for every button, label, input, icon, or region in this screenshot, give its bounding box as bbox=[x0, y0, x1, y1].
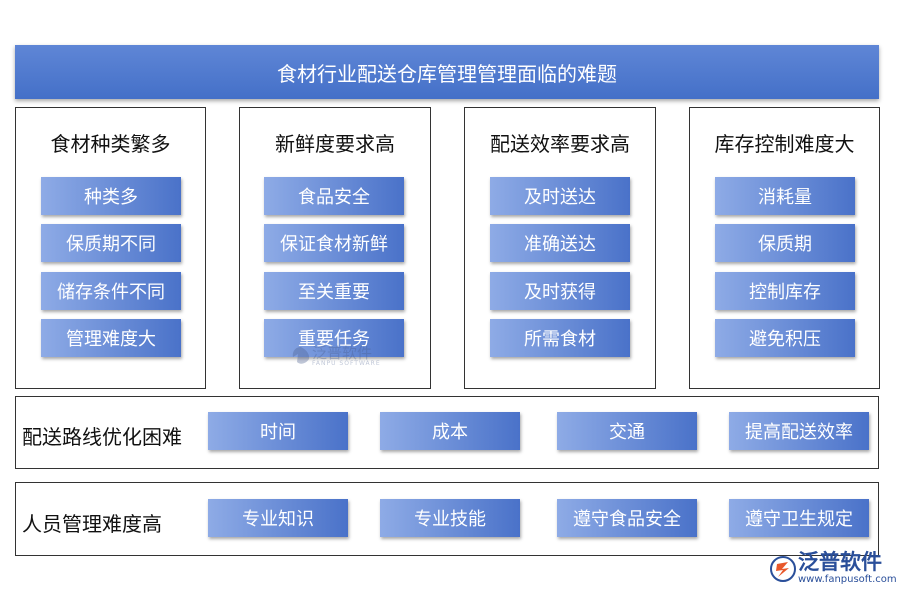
watermark-sub: FANPU SOFTWARE bbox=[312, 359, 381, 367]
row-1-item-4: 提高配送效率 bbox=[729, 412, 869, 450]
brand-name: 泛普软件 bbox=[798, 550, 882, 574]
column-4-item-4: 避免积压 bbox=[715, 319, 855, 357]
column-4-item-3: 控制库存 bbox=[715, 272, 855, 310]
row-title-2: 人员管理难度高 bbox=[22, 512, 162, 536]
column-2-item-3: 至关重要 bbox=[264, 272, 404, 310]
watermark-name: 泛普软件 bbox=[312, 343, 373, 362]
column-2-item-2: 保证食材新鲜 bbox=[264, 224, 404, 262]
diagram-title: 食材行业配送仓库管理管理面临的难题 bbox=[277, 61, 617, 86]
column-3-item-1: 及时送达 bbox=[490, 177, 630, 215]
column-1-item-1: 种类多 bbox=[41, 177, 181, 215]
title-banner: 食材行业配送仓库管理管理面临的难题 bbox=[15, 45, 879, 99]
column-title-2: 新鲜度要求高 bbox=[275, 132, 395, 156]
column-4-item-2: 保质期 bbox=[715, 224, 855, 262]
column-3-item-2: 准确送达 bbox=[490, 224, 630, 262]
row-2-item-4: 遵守卫生规定 bbox=[729, 499, 869, 537]
column-panel-2: 新鲜度要求高 食品安全 保证食材新鲜 至关重要 重要任务 bbox=[239, 107, 431, 389]
column-title-1: 食材种类繁多 bbox=[50, 132, 171, 156]
watermark: 泛普软件 FANPU SOFTWARE bbox=[290, 345, 381, 367]
column-panel-1: 食材种类繁多 种类多 保质期不同 储存条件不同 管理难度大 bbox=[15, 107, 206, 389]
row-2-item-1: 专业知识 bbox=[208, 499, 348, 537]
column-title-4: 库存控制难度大 bbox=[714, 132, 855, 156]
brand-logo: 泛普软件 www.fanpusoft.com bbox=[768, 552, 897, 585]
row-1-item-3: 交通 bbox=[557, 412, 697, 450]
column-1-item-4: 管理难度大 bbox=[41, 319, 181, 357]
brand-logo-icon bbox=[770, 555, 796, 582]
column-3-item-3: 及时获得 bbox=[490, 272, 630, 310]
column-3-item-4: 所需食材 bbox=[490, 319, 630, 357]
row-2-item-2: 专业技能 bbox=[380, 499, 520, 537]
row-1-item-2: 成本 bbox=[380, 412, 520, 450]
row-1-item-1: 时间 bbox=[208, 412, 348, 450]
brand-url: www.fanpusoft.com bbox=[798, 574, 897, 585]
column-1-item-2: 保质期不同 bbox=[41, 224, 181, 262]
row-panel-1: 配送路线优化困难 时间 成本 交通 提高配送效率 bbox=[15, 396, 879, 469]
row-2-item-3: 遵守食品安全 bbox=[557, 499, 697, 537]
column-panel-4: 库存控制难度大 消耗量 保质期 控制库存 避免积压 bbox=[689, 107, 880, 389]
column-title-3: 配送效率要求高 bbox=[490, 132, 630, 156]
watermark-logo-icon bbox=[292, 347, 310, 364]
row-panel-2: 人员管理难度高 专业知识 专业技能 遵守食品安全 遵守卫生规定 bbox=[15, 482, 879, 556]
row-title-1: 配送路线优化困难 bbox=[22, 425, 182, 449]
column-2-item-4: 重要任务 bbox=[264, 319, 404, 357]
column-panel-3: 配送效率要求高 及时送达 准确送达 及时获得 所需食材 bbox=[464, 107, 656, 389]
column-1-item-3: 储存条件不同 bbox=[41, 272, 181, 310]
column-4-item-1: 消耗量 bbox=[715, 177, 855, 215]
column-2-item-1: 食品安全 bbox=[264, 177, 404, 215]
